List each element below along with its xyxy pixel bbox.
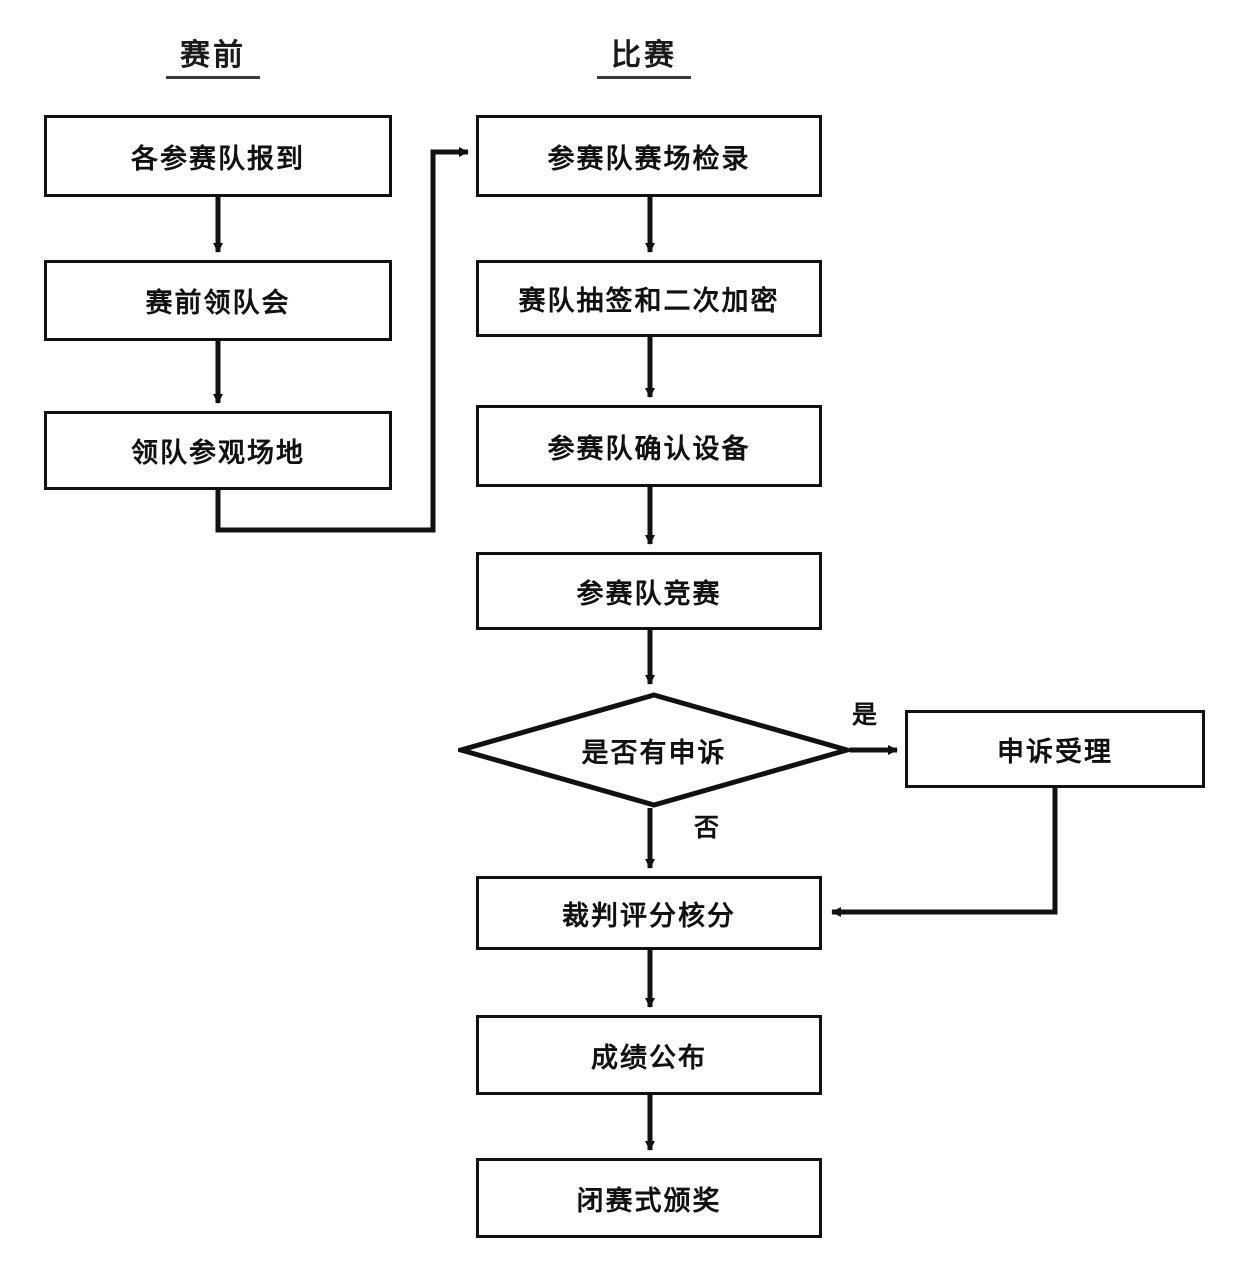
node-draw-and-second-encryption[interactable]: 赛队抽签和二次加密 (476, 260, 822, 337)
edge-label-yes: 是 (852, 700, 878, 729)
node-judge-scoring[interactable]: 裁判评分核分 (476, 876, 822, 950)
edge-n9-n10 (831, 788, 1058, 917)
node-pre-competition-leader-meeting[interactable]: 赛前领队会 (44, 260, 392, 341)
node-team-registration[interactable]: 各参赛队报到 (44, 115, 392, 197)
node-equipment-confirmation[interactable]: 参赛队确认设备 (476, 405, 822, 487)
node-appeal-decision[interactable]: 是否有申诉 (458, 692, 850, 808)
diamond-shape (458, 692, 850, 808)
node-leader-venue-visit[interactable]: 领队参观场地 (44, 411, 392, 490)
node-results-announcement[interactable]: 成绩公布 (476, 1015, 822, 1095)
node-appeal-decision-label: 是否有申诉 (581, 737, 727, 769)
node-team-competition[interactable]: 参赛队竞赛 (476, 552, 822, 630)
column-heading-competition: 比赛 (597, 40, 691, 79)
node-appeal-handling[interactable]: 申诉受理 (905, 710, 1205, 788)
node-venue-check-in[interactable]: 参赛队赛场检录 (476, 115, 822, 197)
edge-label-no: 否 (694, 813, 720, 842)
column-heading-pre: 赛前 (166, 40, 260, 79)
node-closing-ceremony-award[interactable]: 闭赛式颁奖 (476, 1158, 822, 1238)
